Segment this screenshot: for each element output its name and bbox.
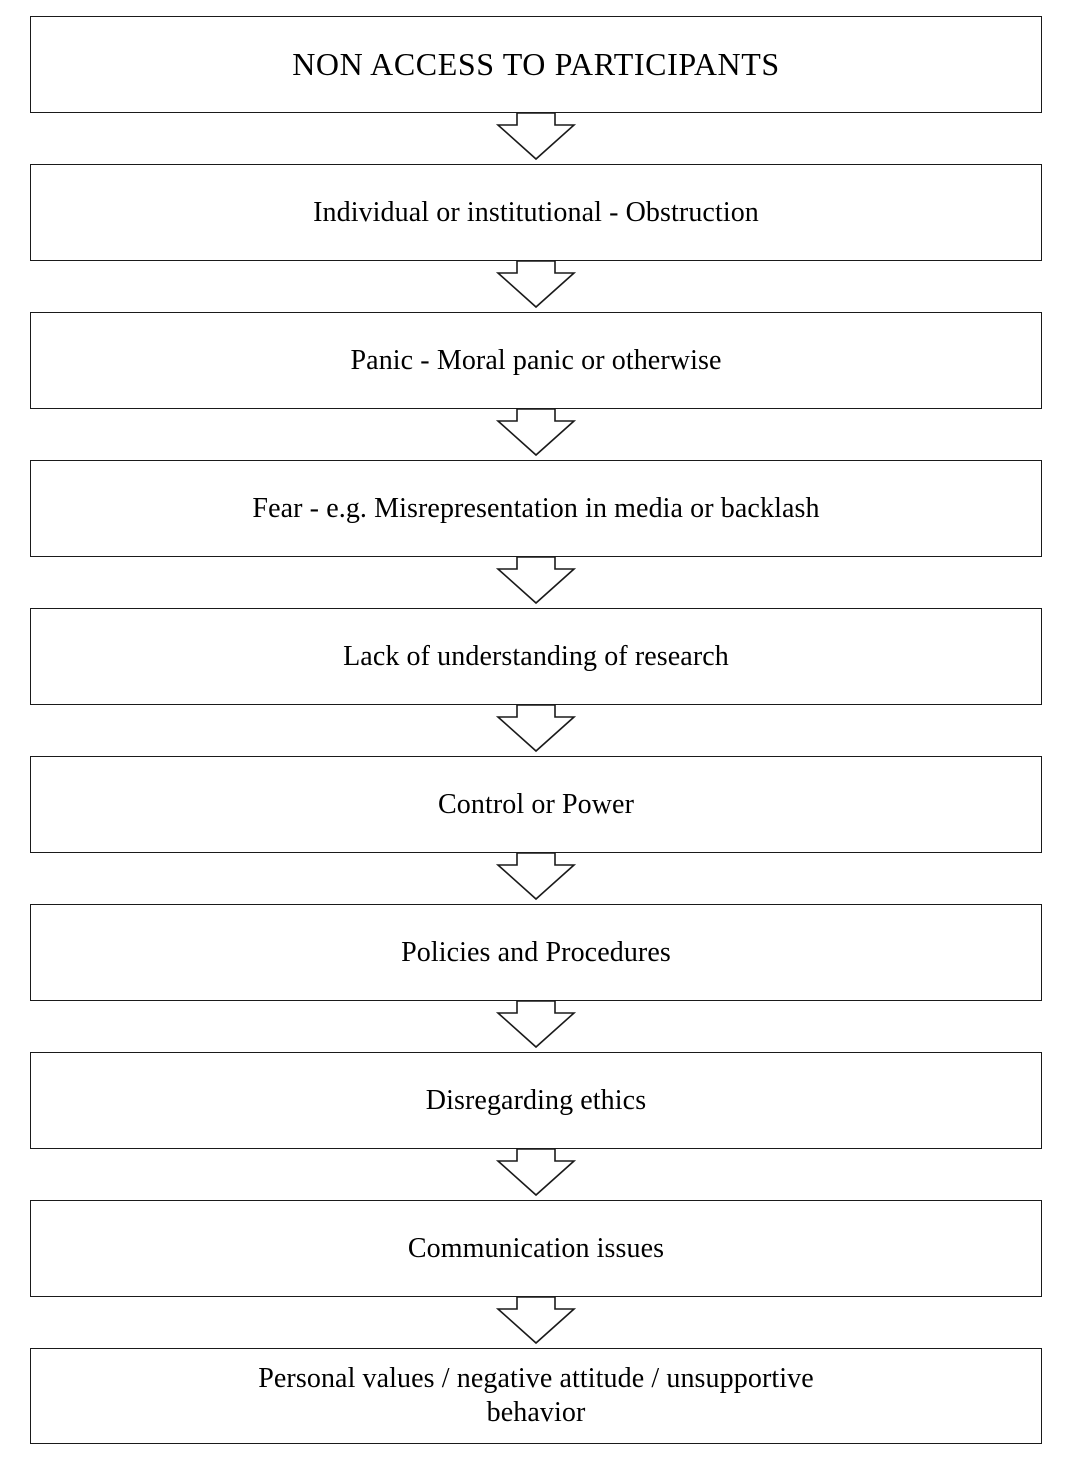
flowchart-node-personal-values[interactable]: Personal values / negative attitude / un… xyxy=(30,1348,1042,1444)
flowchart-node-label: Individual or institutional - Obstructio… xyxy=(313,196,759,228)
flowchart-node-communication-issues[interactable]: Communication issues xyxy=(30,1200,1042,1297)
flowchart-node-label: Policies and Procedures xyxy=(401,936,671,968)
flowchart-node-label: Communication issues xyxy=(407,1232,665,1264)
flowchart-node-label: Panic - Moral panic or otherwise xyxy=(350,344,722,376)
flowchart-node-disregarding-ethics[interactable]: Disregarding ethics xyxy=(30,1052,1042,1149)
down-arrow-icon xyxy=(495,1296,577,1345)
flowchart-node-panic[interactable]: Panic - Moral panic or otherwise xyxy=(30,312,1042,409)
flowchart-node-root[interactable]: NON ACCESS TO PARTICIPANTS xyxy=(30,16,1042,113)
flowchart-node-fear[interactable]: Fear - e.g. Misrepresentation in media o… xyxy=(30,460,1042,557)
flowchart-node-label: Fear - e.g. Misrepresentation in media o… xyxy=(252,492,820,524)
flowchart-connector-8 xyxy=(30,1148,1042,1200)
flowchart-node-label: Control or Power xyxy=(437,788,635,820)
flowchart-connector-1 xyxy=(30,112,1042,164)
flowchart-node-label: Lack of understanding of research xyxy=(343,640,729,672)
flowchart-connector-6 xyxy=(30,852,1042,904)
down-arrow-icon xyxy=(495,112,577,161)
flowchart-node-label: Disregarding ethics xyxy=(425,1084,647,1116)
flowchart-node-control-or-power[interactable]: Control or Power xyxy=(30,756,1042,853)
down-arrow-icon xyxy=(495,704,577,753)
down-arrow-icon xyxy=(495,1000,577,1049)
down-arrow-icon xyxy=(495,260,577,309)
flowchart-connector-3 xyxy=(30,408,1042,460)
flowchart-node-obstruction[interactable]: Individual or institutional - Obstructio… xyxy=(30,164,1042,261)
flowchart-node-label: Personal values / negative attitude / un… xyxy=(258,1363,814,1428)
down-arrow-icon xyxy=(495,852,577,901)
flowchart-node-policies-and-procedures[interactable]: Policies and Procedures xyxy=(30,904,1042,1001)
flowchart-connector-9 xyxy=(30,1296,1042,1348)
flowchart-connector-5 xyxy=(30,704,1042,756)
down-arrow-icon xyxy=(495,556,577,605)
flowchart-node-stack: NON ACCESS TO PARTICIPANTS Individual or… xyxy=(30,16,1042,1444)
flowchart-connector-2 xyxy=(30,260,1042,312)
flowchart-connector-7 xyxy=(30,1000,1042,1052)
down-arrow-icon xyxy=(495,408,577,457)
flowchart-node-label: NON ACCESS TO PARTICIPANTS xyxy=(292,45,780,82)
flowchart-connector-4 xyxy=(30,556,1042,608)
flowchart-node-lack-of-understanding[interactable]: Lack of understanding of research xyxy=(30,608,1042,705)
down-arrow-icon xyxy=(495,1148,577,1197)
